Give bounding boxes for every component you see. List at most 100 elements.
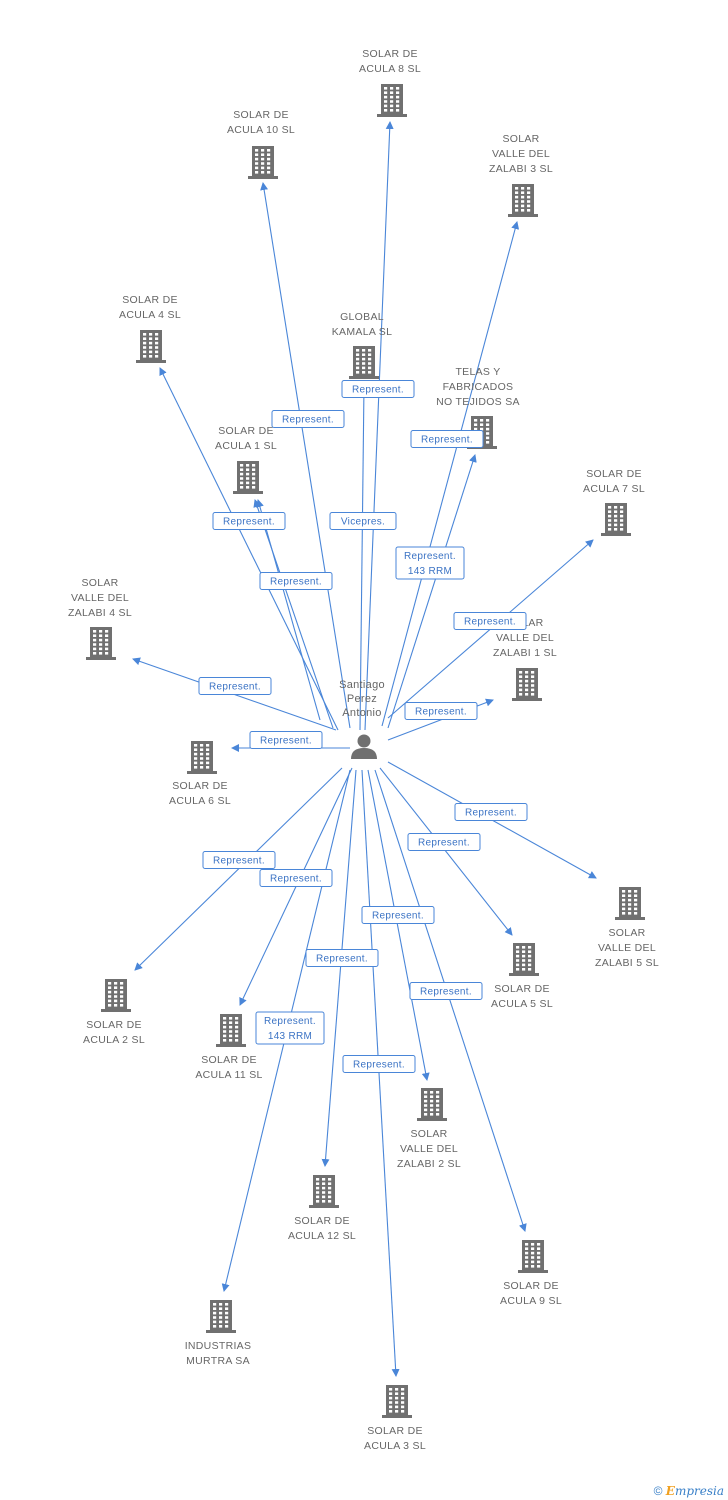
building-icon (417, 1088, 447, 1121)
edge-label-text: Represent. (372, 911, 424, 922)
company-name-line: ZALABI 5 SL (595, 957, 659, 969)
edge-label-acula5[interactable]: Represent. (407, 833, 481, 851)
company-name-line: VALLE DEL (492, 148, 550, 160)
edge-label-box (212, 512, 286, 530)
company-name-line: ZALABI 1 SL (493, 647, 557, 659)
company-name-line: SOLAR DE (233, 109, 289, 121)
edge-label-box (259, 869, 333, 887)
building-icon (518, 1240, 548, 1273)
edge-line-acula9 (374, 769, 527, 1232)
person-name-line: Perez (347, 693, 377, 705)
company-name-line: ACULA 1 SL (215, 440, 277, 452)
edge-label-acula7[interactable]: Represent. (453, 612, 527, 630)
edge-label-box (342, 1055, 416, 1073)
edge-label-acula8[interactable]: Vicepres. (329, 512, 397, 530)
edge-label-zalabi2[interactable]: Represent. (361, 906, 435, 924)
edge-line-zalabi2 (367, 769, 430, 1081)
person-icon (351, 734, 377, 759)
edge-label-text: Represent. (404, 551, 456, 562)
edge-label-box (305, 949, 379, 967)
edge-label-zalabi1[interactable]: Represent. (404, 702, 478, 720)
company-name-line: KAMALA SL (332, 326, 392, 338)
company-node-zalabi3[interactable]: SOLAR VALLE DEL ZALABI 3 SL (489, 133, 553, 217)
company-name-line: TELAS Y (455, 366, 500, 378)
company-node-acula10[interactable]: SOLAR DE ACULA 10 SL (227, 109, 295, 179)
edge-label-acula4[interactable]: Represent. (212, 512, 286, 530)
company-name-line: ACULA 11 SL (195, 1069, 262, 1081)
edge-label-acula11[interactable]: Represent. (259, 869, 333, 887)
company-name-line: ACULA 2 SL (83, 1034, 145, 1046)
edge-label-text: Represent. (223, 517, 275, 528)
building-icon (86, 627, 116, 660)
edge-label-acula10[interactable]: Represent. (271, 410, 345, 428)
company-name-line: ACULA 10 SL (227, 124, 295, 136)
edge-label-zalabi5[interactable]: Represent. (454, 803, 528, 821)
company-node-acula11[interactable]: SOLAR DE ACULA 11 SL (195, 1014, 262, 1081)
company-node-zalabi5[interactable]: SOLAR VALLE DEL ZALABI 5 SL (595, 887, 659, 969)
edge-label-zalabi4[interactable]: Represent. (198, 677, 272, 695)
building-icon (101, 979, 131, 1012)
building-icon (349, 346, 379, 379)
edge-label-murtra[interactable]: Represent.143 RRM (255, 1011, 325, 1045)
company-name-line: SOLAR DE (122, 294, 178, 306)
edge-label-acula6[interactable]: Represent. (249, 731, 323, 749)
edge-label-text: Vicepres. (341, 517, 385, 528)
company-name-line: ZALABI 4 SL (68, 607, 132, 619)
edge-label-box (329, 512, 397, 530)
edge-label-text: 143 RRM (268, 1031, 312, 1042)
company-name-line: ZALABI 2 SL (397, 1158, 461, 1170)
company-node-acula1[interactable]: SOLAR DE ACULA 1 SL (215, 425, 277, 494)
company-name-line: SOLAR DE (367, 1425, 423, 1437)
company-name-line: SOLAR (81, 577, 118, 589)
company-name-line: SOLAR DE (218, 425, 274, 437)
edge-line-acula5 (379, 767, 513, 936)
company-name-line: VALLE DEL (400, 1143, 458, 1155)
edge-label-acula3[interactable]: Represent. (342, 1055, 416, 1073)
edge-label-acula1[interactable]: Represent. (259, 572, 333, 590)
building-icon (187, 741, 217, 774)
company-name-line: SOLAR DE (294, 1215, 350, 1227)
company-name-line: ZALABI 3 SL (489, 163, 553, 175)
building-icon (206, 1300, 236, 1333)
footer-brand[interactable]: © Empresia (654, 1484, 724, 1498)
building-icon (233, 461, 263, 494)
company-name-line: SOLAR DE (201, 1054, 257, 1066)
edge-label-box (198, 677, 272, 695)
edge-label-global[interactable]: Represent. (341, 380, 415, 398)
company-name-line: VALLE DEL (598, 942, 656, 954)
edge-label-telas[interactable]: Represent. (410, 430, 484, 448)
edge-label-acula9[interactable]: Represent. (409, 982, 483, 1000)
edge-label-box (404, 702, 478, 720)
person-name-line: Santiago (339, 679, 385, 691)
company-name-line: SOLAR (502, 133, 539, 145)
edge-label-box (202, 851, 276, 869)
company-name-line: FABRICADOS (443, 381, 514, 393)
company-name-line: SOLAR DE (586, 468, 642, 480)
edge-label-box (341, 380, 415, 398)
edge-label-box (454, 803, 528, 821)
building-icon (508, 184, 538, 217)
building-icon (512, 668, 542, 701)
edge-label-box (407, 833, 481, 851)
edge-label-acula2[interactable]: Represent. (202, 851, 276, 869)
edge-label-zalabi3[interactable]: Represent.143 RRM (395, 546, 465, 580)
company-name-line: SOLAR (608, 927, 645, 939)
edge-label-acula12[interactable]: Represent. (305, 949, 379, 967)
